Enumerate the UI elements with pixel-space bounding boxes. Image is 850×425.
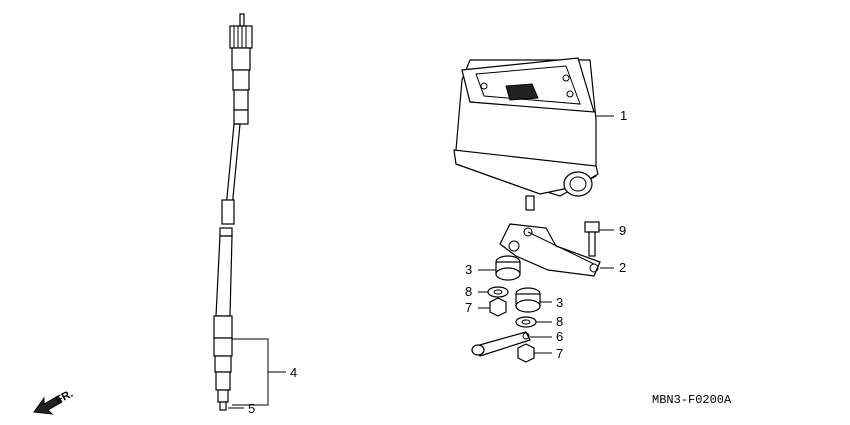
callout-washer-upper: 8 bbox=[465, 284, 472, 299]
callout-meter-case: 1 bbox=[620, 108, 627, 123]
washer-lower bbox=[515, 316, 552, 328]
callout-cable-tip: 5 bbox=[248, 401, 255, 416]
grommet-upper bbox=[478, 255, 521, 281]
speedometer-cable bbox=[213, 13, 286, 411]
grommet-lower bbox=[515, 287, 552, 313]
nut-upper bbox=[478, 297, 507, 317]
callout-grommet-lower: 3 bbox=[556, 295, 563, 310]
callout-grommet-upper: 3 bbox=[465, 262, 472, 277]
callout-washer-lower: 8 bbox=[556, 314, 563, 329]
mounting-bracket bbox=[499, 223, 614, 277]
washer-upper bbox=[478, 286, 509, 298]
diagram-code: MBN3-F0200A bbox=[652, 393, 732, 407]
cable-clamp bbox=[471, 331, 552, 357]
nut-lower bbox=[517, 343, 552, 363]
callout-nut-upper: 7 bbox=[465, 300, 472, 315]
callout-clamp: 6 bbox=[556, 329, 563, 344]
callout-nut-lower: 7 bbox=[556, 346, 563, 361]
callout-bracket: 2 bbox=[619, 260, 626, 275]
meter-case bbox=[453, 57, 614, 211]
front-direction-label: FR. bbox=[54, 388, 75, 407]
callout-cable: 4 bbox=[290, 365, 297, 380]
front-direction-arrow: FR. bbox=[33, 388, 75, 415]
mounting-bolt bbox=[584, 221, 614, 257]
callout-bolt: 9 bbox=[619, 223, 626, 238]
